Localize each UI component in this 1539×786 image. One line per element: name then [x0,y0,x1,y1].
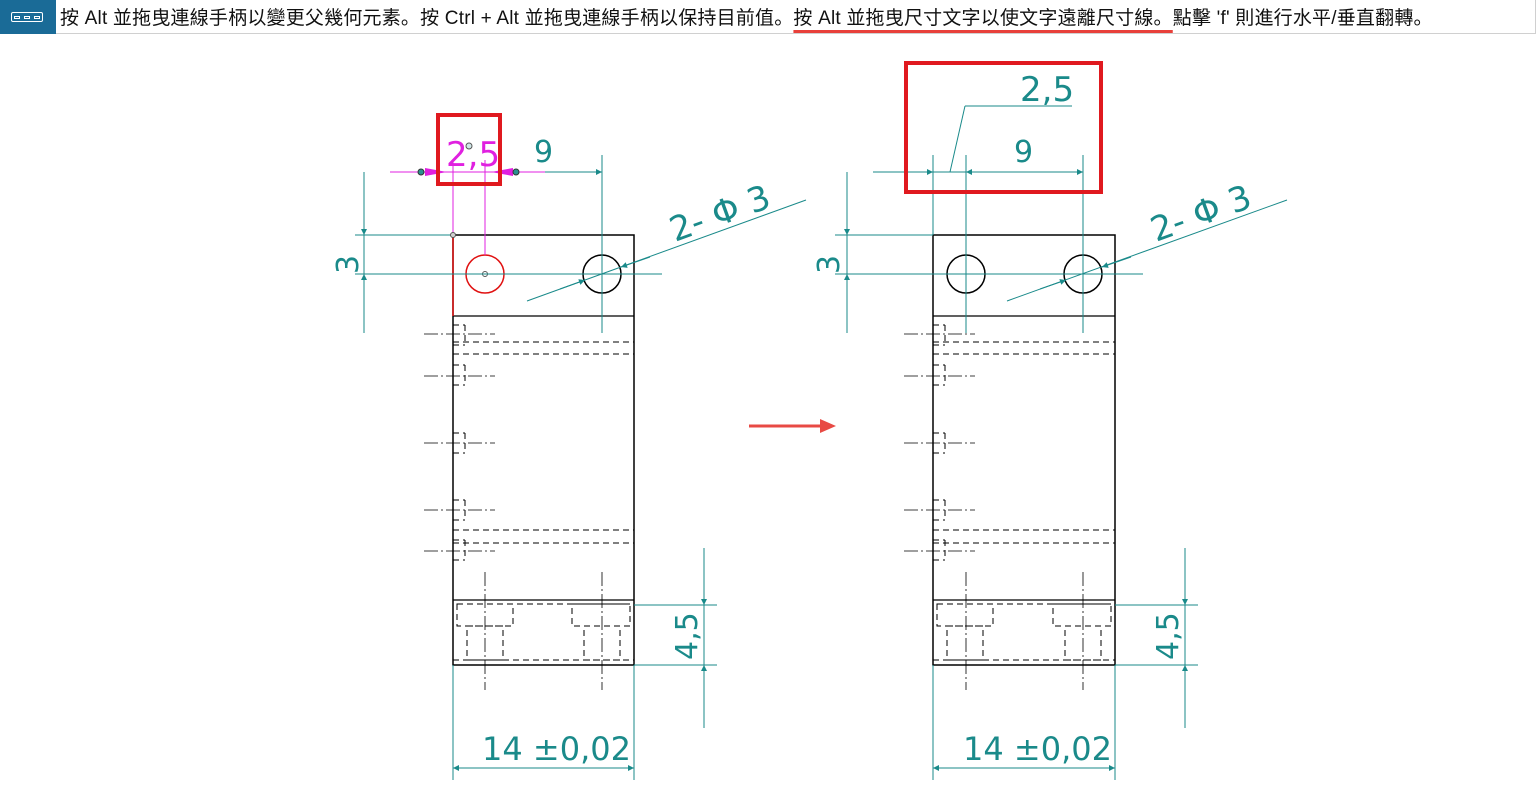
highlight-box-right [904,61,1103,194]
hint-text-part1: 按 Alt 並拖曳連線手柄以變更父幾何元素。按 Ctrl + Alt 並拖曳連線… [60,8,775,29]
hint-text-part2: 。 [774,8,794,29]
dim-hole-offset-text[interactable]: 2,5 [1020,70,1074,110]
dimension-geometry[interactable] [835,105,1288,780]
drawing-right[interactable]: 2,5 9 3 2- Φ 3 4,5 14 ±0,02 [812,61,1288,780]
connection-handle-right[interactable] [512,168,520,176]
dim-width-text[interactable]: 14 ±0,02 [963,730,1112,768]
hint-text-part3: 點擊 'f' 則進行水平/垂直翻轉。 [1172,8,1433,29]
dimension-tool-icon [0,0,56,34]
text-drag-handle[interactable] [465,142,473,150]
transition-arrow [749,419,836,433]
dim-hole-pitch-text[interactable]: 9 [534,135,553,170]
dim-bottom-height-text[interactable]: 4,5 [670,612,705,660]
dim-hole-height-text[interactable]: 3 [331,255,366,274]
dimension-geometry[interactable] [355,155,807,780]
dimension-tool-glyph [11,12,43,22]
center-lines [424,333,603,690]
hidden-lines [933,324,1115,661]
dim-hole-callout-text[interactable]: 2- Φ 3 [664,177,775,250]
part-outline[interactable] [452,234,635,666]
connection-handle-left[interactable] [417,168,425,176]
dim-width-text[interactable]: 14 ±0,02 [482,730,631,768]
dim-hole-offset-text[interactable]: 2,5 [446,135,500,175]
dim-hole-pitch-text[interactable]: 9 [1014,135,1033,170]
dim-hole-callout-text[interactable]: 2- Φ 3 [1145,177,1256,250]
hint-text-highlight: 按 Alt 並拖曳尺寸文字以使文字遠離尺寸線。 [793,8,1173,29]
hint-bar: 按 Alt 並拖曳連線手柄以變更父幾何元素。按 Ctrl + Alt 並拖曳連線… [0,0,1539,36]
hint-text: 按 Alt 並拖曳連線手柄以變更父幾何元素。按 Ctrl + Alt 並拖曳連線… [60,3,1433,30]
dim-hole-height-text[interactable]: 3 [812,255,847,274]
highlight-box-left [436,113,502,186]
corner-handle[interactable] [450,232,456,238]
center-lines [904,333,1084,690]
hint-bar-border [56,0,1536,34]
part-outline[interactable] [932,234,1116,666]
hidden-lines [453,324,634,661]
drawing-left[interactable]: 2,5 9 3 2- Φ 3 4,5 14 ±0,02 [331,113,807,780]
dim-bottom-height-text[interactable]: 4,5 [1151,612,1186,660]
